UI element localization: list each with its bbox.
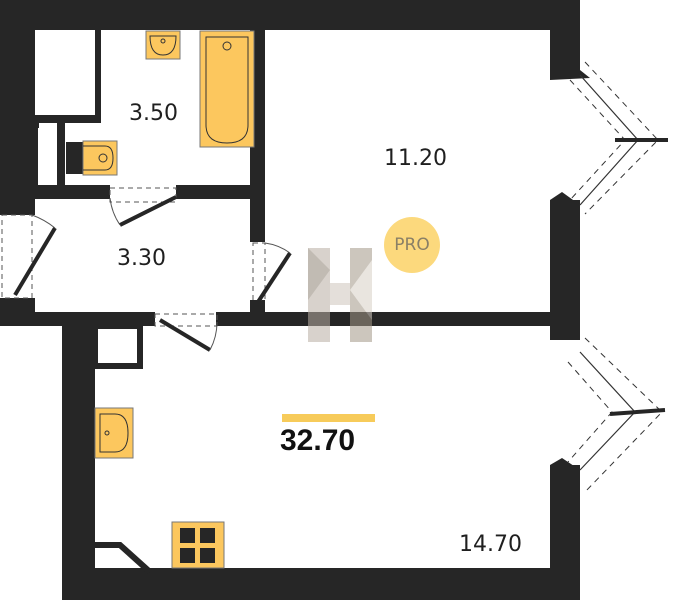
room-area-hallway: 3.30 [117,246,166,271]
door-leaves [13,195,292,352]
total-area: 32.70 [280,424,356,457]
total-area-accent-bar [282,414,375,422]
room-area-kitchen: 14.70 [459,532,522,557]
room-area-room: 11.20 [384,146,447,171]
stove [171,521,225,569]
closets [35,30,153,575]
bay-window-room [569,61,668,215]
bay-window-kitchen [567,337,666,493]
bathroom-sink [145,30,181,60]
kitchen-sink [94,407,134,459]
bathtub [199,30,255,148]
door-swings [31,197,291,351]
toilet [66,140,118,176]
watermark-logo [308,248,372,342]
pro-badge: PRO [384,217,440,273]
walls [0,0,590,600]
room-area-bathroom: 3.50 [129,101,178,126]
